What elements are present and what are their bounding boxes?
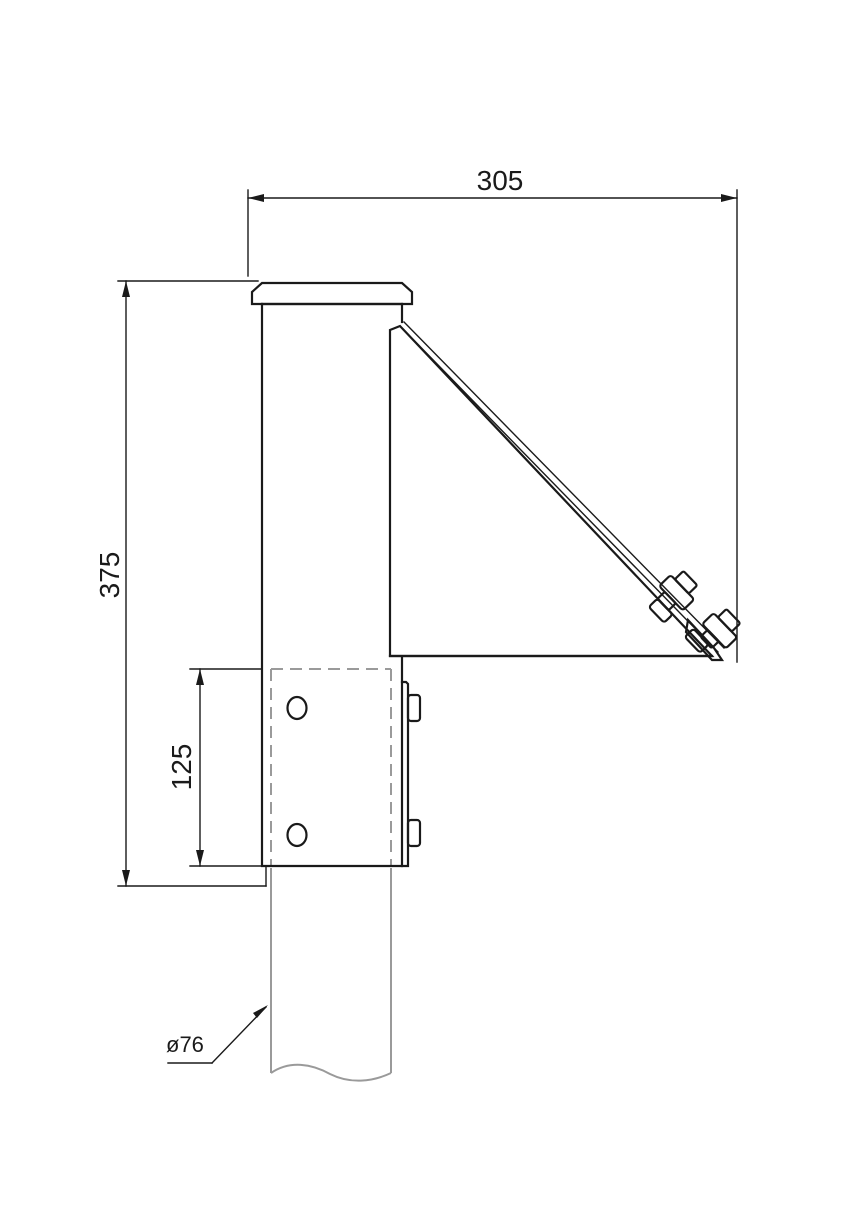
diagonal-plate-end [684, 617, 725, 662]
diameter-label: ø76 [166, 1032, 204, 1057]
diagonal-bolt-lower [700, 608, 741, 649]
clamp-plate-outline [400, 680, 410, 868]
upper-bolt-head [406, 693, 422, 723]
pipe-break-line [270, 1063, 392, 1082]
mounting-holes [286, 695, 308, 848]
gusset-arm [388, 321, 725, 658]
lower-hole [286, 822, 308, 848]
hidden-socket-outline [270, 668, 392, 866]
width-label: 305 [477, 165, 524, 196]
clamp-label: 125 [166, 744, 197, 791]
dimension-height: 375 [94, 280, 267, 887]
tube-cap [250, 281, 414, 306]
dimension-diameter: ø76 [166, 1005, 268, 1064]
gusset-flange-edge [399, 325, 719, 653]
nut-lower [684, 628, 709, 653]
main-tube [250, 281, 414, 868]
dimension-width: 305 [247, 165, 738, 663]
clamp-plate [400, 680, 422, 868]
lower-bolt-head [406, 818, 422, 848]
diagonal-bolts [648, 570, 741, 662]
height-label: 375 [94, 552, 125, 599]
mounting-pipe [270, 868, 392, 1082]
tube-body-outline [260, 302, 404, 868]
dimension-clamp: 125 [166, 668, 263, 867]
upper-hole [286, 695, 308, 721]
nut-upper [648, 598, 673, 623]
